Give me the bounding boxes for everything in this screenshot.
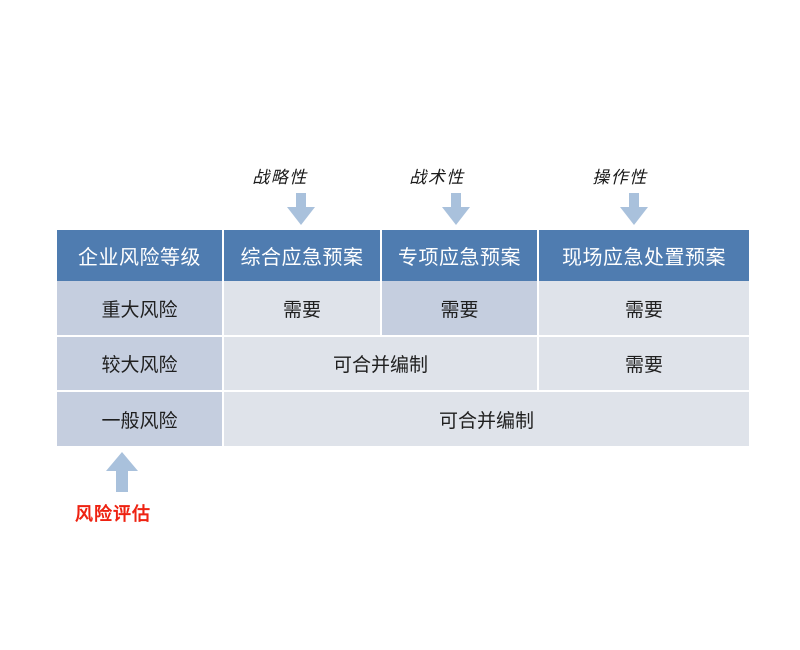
annotation-label-strategic: 战略性 bbox=[252, 168, 308, 188]
arrow-shaft bbox=[116, 468, 128, 492]
annotation-label-risk-assessment: 风险评估 bbox=[75, 504, 151, 525]
column-header-comprehensive-plan: 综合应急预案 bbox=[223, 230, 382, 281]
table-row: 一般风险 可合并编制 bbox=[57, 391, 749, 446]
arrow-down-icon-operational bbox=[620, 193, 648, 225]
cell-general-all-merged: 可合并编制 bbox=[223, 391, 749, 446]
arrow-down-icon-strategic bbox=[287, 193, 315, 225]
annotation-label-operational: 操作性 bbox=[592, 168, 648, 188]
row-header-general-risk: 一般风险 bbox=[57, 391, 224, 446]
annotation-label-tactical: 战术性 bbox=[409, 168, 465, 188]
cell-major-comprehensive: 需要 bbox=[223, 281, 382, 337]
table-row: 较大风险 可合并编制 需要 bbox=[57, 336, 749, 392]
arrow-down-icon-tactical bbox=[442, 193, 470, 225]
row-header-major-risk: 重大风险 bbox=[57, 281, 224, 337]
column-header-onsite-plan: 现场应急处置预案 bbox=[538, 230, 749, 281]
table-row: 重大风险 需要 需要 需要 bbox=[57, 281, 749, 337]
risk-plan-matrix: 企业风险等级 综合应急预案 专项应急预案 现场应急处置预案 重大风险 需要 需要… bbox=[57, 230, 749, 446]
cell-major-special: 需要 bbox=[381, 281, 539, 337]
arrow-head bbox=[442, 207, 470, 225]
arrow-head bbox=[287, 207, 315, 225]
matrix-header: 企业风险等级 综合应急预案 专项应急预案 现场应急处置预案 bbox=[57, 230, 749, 281]
column-header-risk-level: 企业风险等级 bbox=[57, 230, 224, 281]
row-header-large-risk: 较大风险 bbox=[57, 336, 224, 392]
column-header-special-plan: 专项应急预案 bbox=[381, 230, 539, 281]
matrix-body: 重大风险 需要 需要 需要 较大风险 可合并编制 需要 一般风险 可合并编制 bbox=[57, 281, 749, 446]
cell-large-comprehensive-special-merged: 可合并编制 bbox=[223, 336, 539, 392]
arrow-up-icon-risk-assessment bbox=[106, 452, 138, 492]
arrow-shaft bbox=[296, 193, 306, 209]
arrow-head bbox=[106, 452, 138, 471]
arrow-shaft bbox=[451, 193, 461, 209]
header-row: 企业风险等级 综合应急预案 专项应急预案 现场应急处置预案 bbox=[57, 230, 749, 281]
cell-major-onsite: 需要 bbox=[538, 281, 749, 337]
arrow-shaft bbox=[629, 193, 639, 209]
arrow-head bbox=[620, 207, 648, 225]
cell-large-onsite: 需要 bbox=[538, 336, 749, 392]
